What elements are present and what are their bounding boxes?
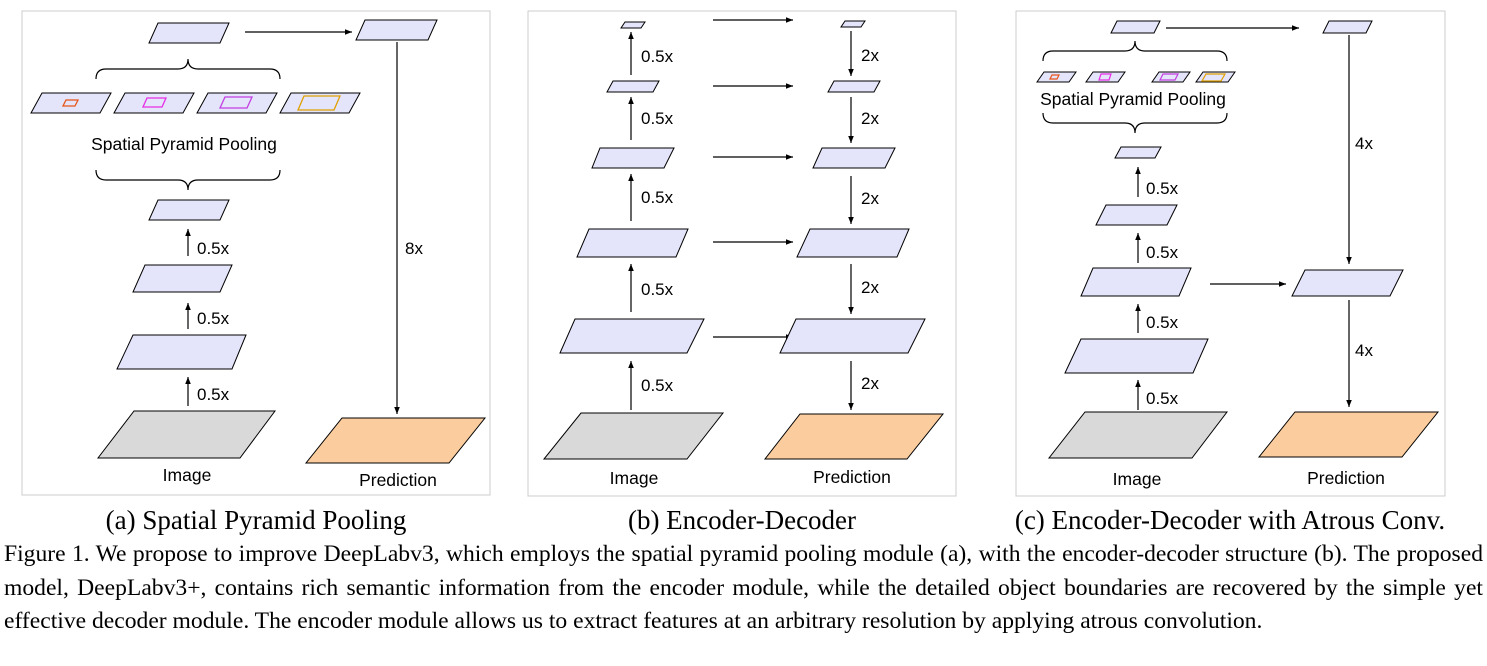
panel-c-frame (1015, 10, 1446, 497)
panel-a: 8x Spatial Pyramid Pooling 0.5x 0.5x 0.5… (21, 10, 491, 496)
upsample-label: 4x (1355, 134, 1373, 153)
spp-label: Spatial Pyramid Pooling (1040, 89, 1226, 109)
panel-c: 4x Spatial Pyramid Pooling 0.5x 0.5x 0.5… (1015, 10, 1446, 497)
pool-map (30, 92, 112, 114)
feature-map (1064, 338, 1209, 374)
prediction-label: Prediction (1307, 468, 1385, 488)
feature-map (779, 318, 926, 354)
panel-a-frame (21, 10, 491, 496)
pool-map (1085, 71, 1126, 83)
top-brace (1042, 40, 1228, 62)
downsample-label: 0.5x (1146, 389, 1179, 408)
downsample-label: 0.5x (641, 376, 674, 395)
downsample-label: 0.5x (197, 239, 230, 258)
pool-region (297, 95, 341, 111)
feature-map (116, 334, 247, 370)
image-plane (1047, 411, 1229, 459)
image-label: Image (610, 468, 659, 488)
upsample-label: 2x (861, 374, 879, 393)
feature-map (132, 264, 233, 293)
pool-region (1049, 74, 1060, 80)
downsample-label: 0.5x (641, 280, 674, 299)
prediction-plane (763, 413, 945, 460)
feature-map (1110, 20, 1161, 34)
upsample-label: 2x (861, 46, 879, 65)
top-brace (95, 58, 281, 80)
downsample-label: 0.5x (1146, 243, 1179, 262)
feature-map (1114, 146, 1162, 159)
downsample-label: 0.5x (197, 309, 230, 328)
downsample-label: 0.5x (641, 188, 674, 207)
pool-region (218, 96, 254, 109)
image-plane (96, 410, 276, 459)
prediction-plane (304, 417, 487, 464)
feature-map (620, 21, 646, 29)
feature-map (1080, 267, 1192, 297)
prediction-plane (1257, 411, 1440, 458)
feature-map (148, 199, 230, 221)
pool-region (141, 97, 168, 108)
upsample-label: 8x (405, 239, 423, 258)
panel-b-frame (527, 10, 957, 497)
prediction-label: Prediction (359, 470, 437, 490)
feature-map (591, 147, 675, 169)
upsample-label: 2x (861, 109, 879, 128)
feature-map (1322, 20, 1373, 34)
pool-region (1098, 73, 1112, 81)
figure-diagrams: 8x Spatial Pyramid Pooling 0.5x 0.5x 0.5… (21, 10, 1446, 497)
pool-map (279, 92, 361, 114)
panel-b: 0.5x 0.5x 0.5x 0.5x 0.5x Image 2x 2x 2x … (527, 10, 957, 497)
pool-region (1200, 73, 1227, 82)
feature-map (559, 318, 705, 354)
pool-map (113, 92, 195, 114)
pool-region (61, 99, 80, 107)
pool-region (1159, 73, 1179, 81)
panel-c-caption: (c) Encoder-Decoder with Atrous Conv. (1014, 505, 1446, 535)
feature-map (827, 80, 881, 93)
prediction-label: Prediction (813, 467, 891, 487)
feature-map (796, 228, 910, 258)
feature-map (1291, 269, 1404, 297)
bottom-brace (95, 169, 281, 191)
feature-map (812, 147, 896, 169)
downsample-label: 0.5x (1146, 313, 1179, 332)
upsample-label: 2x (861, 189, 879, 208)
feature-map (576, 228, 689, 258)
upsample-label: 2x (861, 278, 879, 297)
feature-map (1095, 204, 1178, 226)
feature-map (606, 80, 660, 93)
panel-a-caption: (a) Spatial Pyramid Pooling (105, 505, 407, 535)
downsample-label: 0.5x (1146, 179, 1179, 198)
bottom-brace (1042, 112, 1228, 134)
downsample-label: 0.5x (641, 109, 674, 128)
image-label: Image (1113, 469, 1162, 489)
spp-label: Spatial Pyramid Pooling (91, 134, 277, 154)
pool-map (1036, 71, 1077, 83)
upsample-label: 4x (1355, 341, 1373, 360)
image-label: Image (163, 465, 212, 485)
image-plane (542, 412, 725, 460)
downsample-label: 0.5x (197, 385, 230, 404)
pool-map (196, 92, 278, 114)
panel-b-caption: (b) Encoder-Decoder (627, 505, 857, 535)
feature-map (355, 19, 438, 41)
downsample-label: 0.5x (641, 47, 674, 66)
figure-caption: Figure 1. We propose to improve DeepLabv… (4, 541, 1483, 634)
feature-map (840, 20, 866, 28)
feature-map (148, 22, 230, 44)
